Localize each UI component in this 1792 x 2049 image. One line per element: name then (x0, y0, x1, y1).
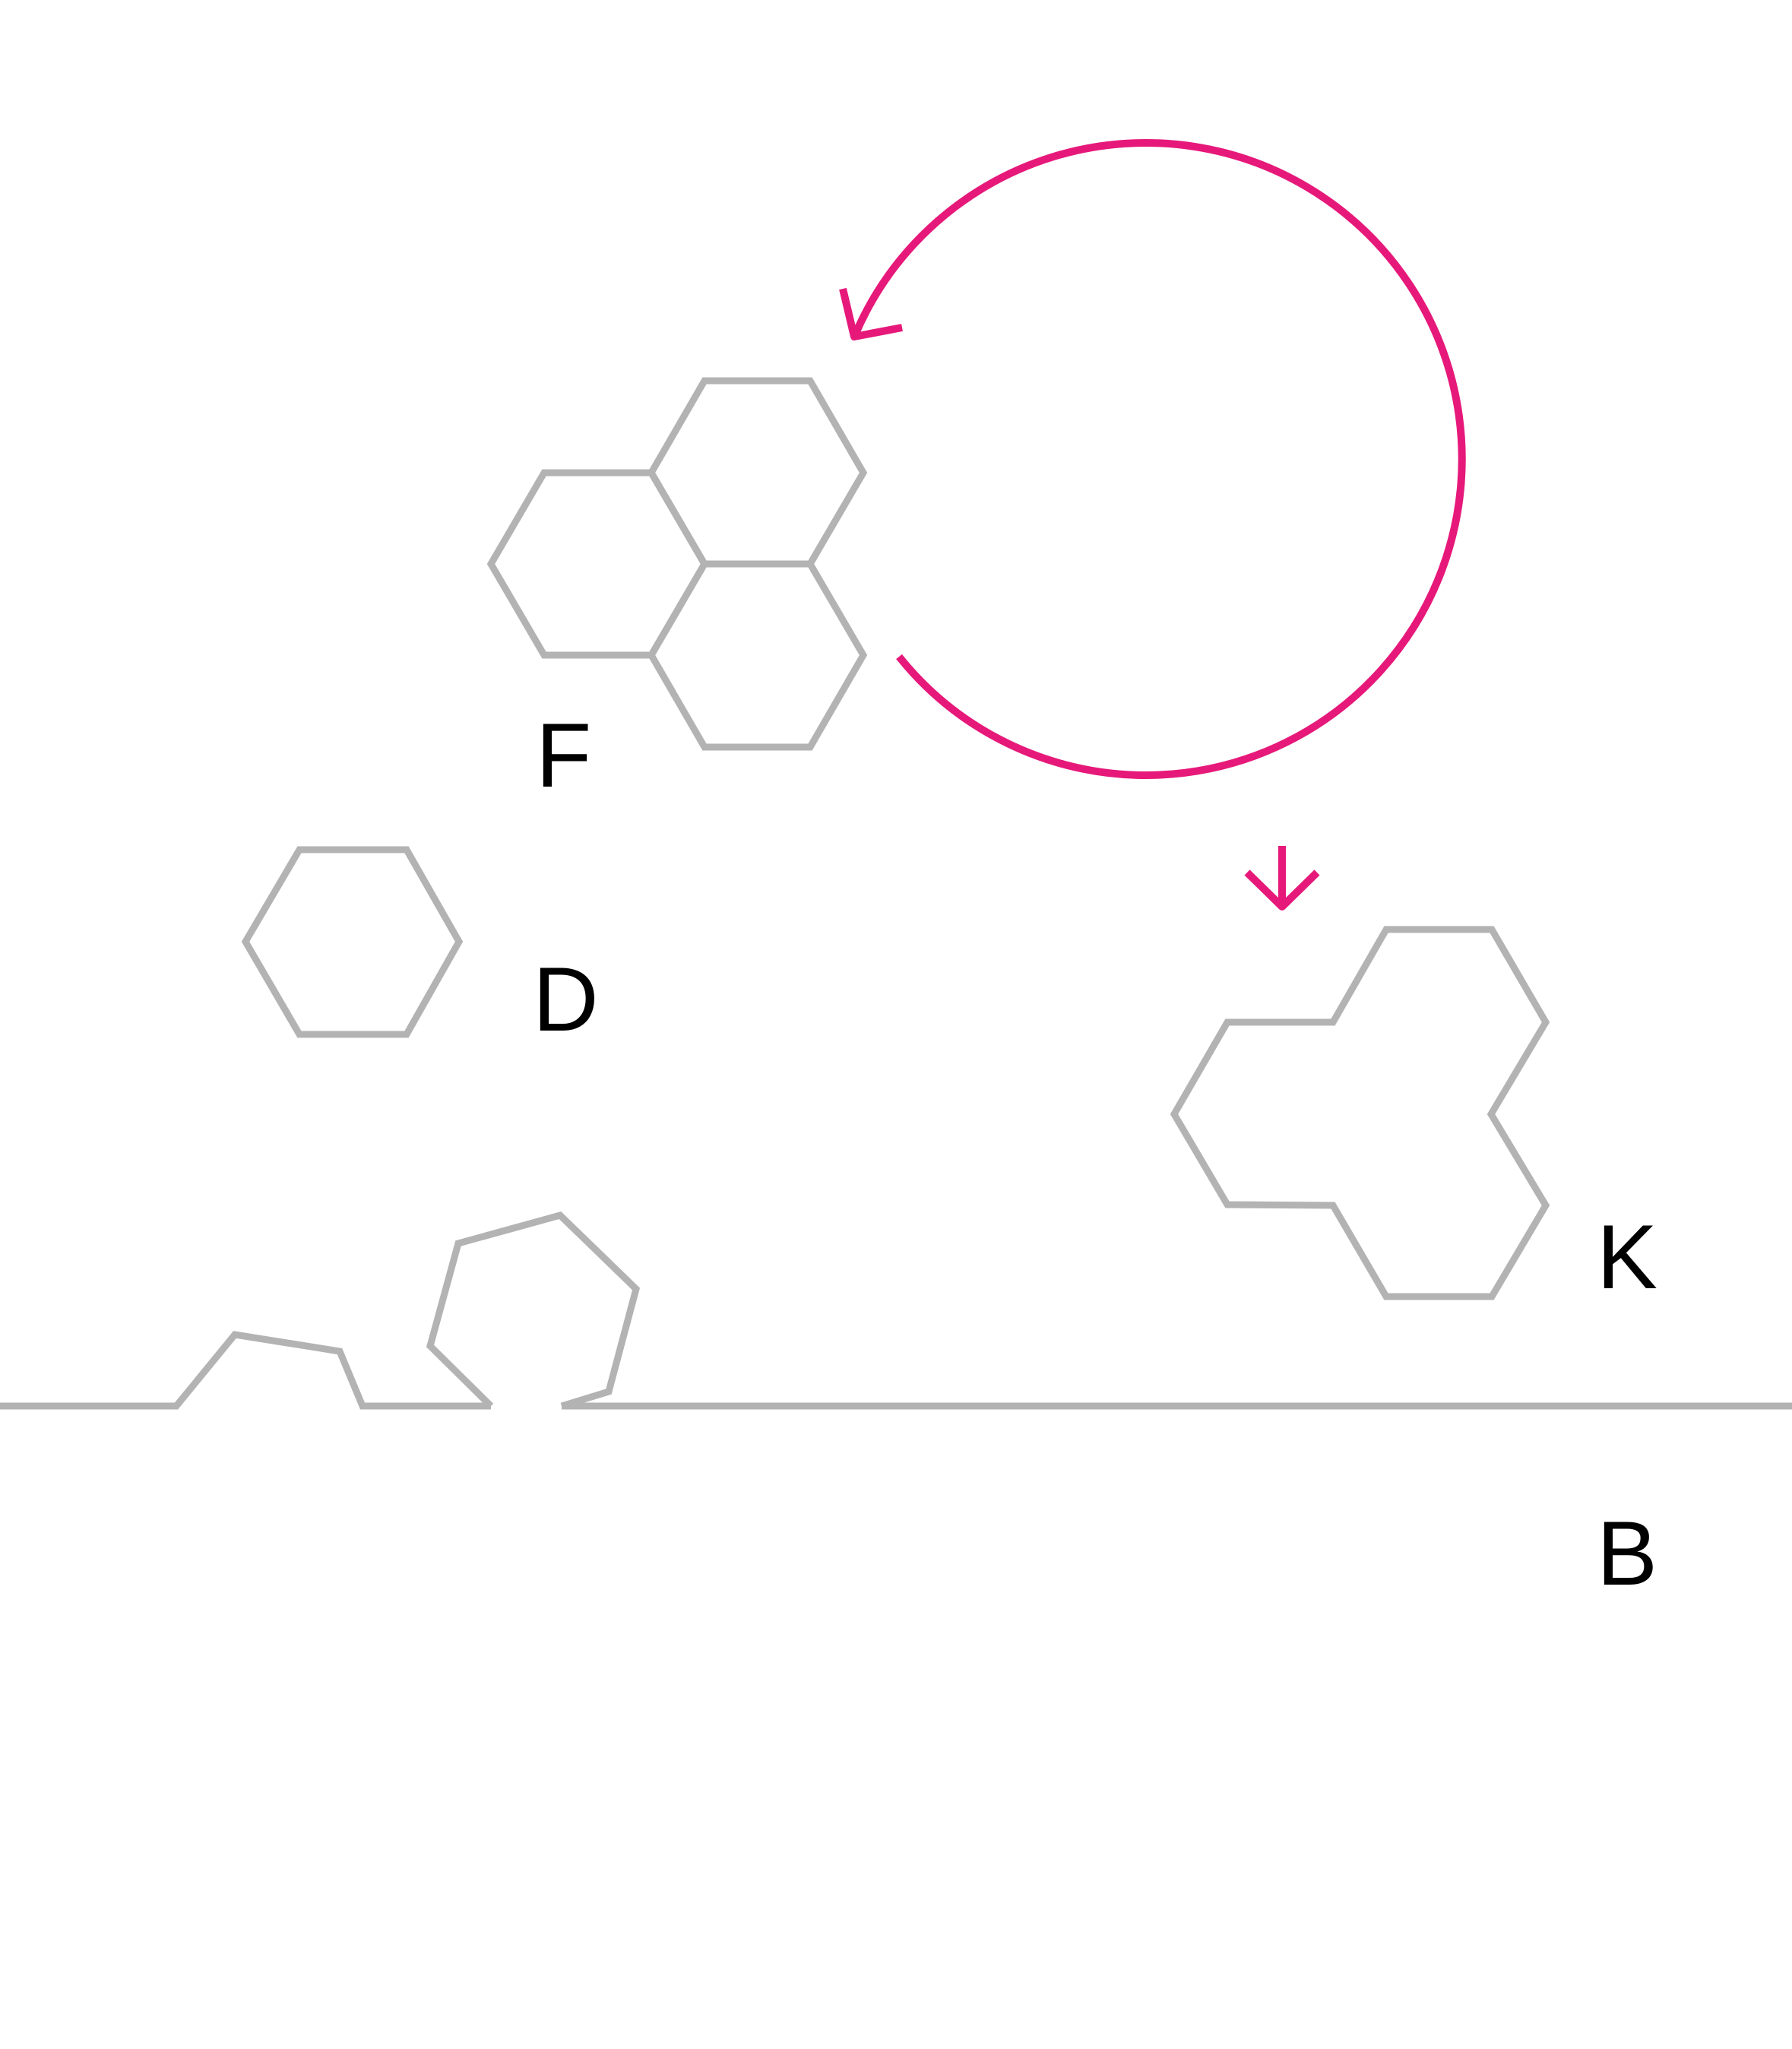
label-b: B (1597, 1503, 1657, 1604)
piece-k-outline (1170, 926, 1550, 1300)
circular-arrow-icon (839, 139, 1466, 779)
piece-f (486, 377, 868, 751)
circular-arrow-arc (851, 139, 1466, 779)
arrow-down-head (1244, 869, 1320, 910)
piece-d-hexagon (241, 846, 464, 1038)
piece-f-hexagon-bottom (647, 560, 868, 751)
label-f: F (536, 705, 591, 806)
circular-arrow-head (839, 287, 903, 340)
piece-f-hexagon-top (647, 377, 868, 568)
piece-f-hexagon-left (486, 469, 709, 659)
bump-shape-right (426, 1211, 641, 1410)
arrow-down-icon (1244, 846, 1320, 910)
ground-line-left (0, 1331, 491, 1410)
label-k: K (1597, 1206, 1657, 1308)
label-d: D (533, 948, 599, 1050)
